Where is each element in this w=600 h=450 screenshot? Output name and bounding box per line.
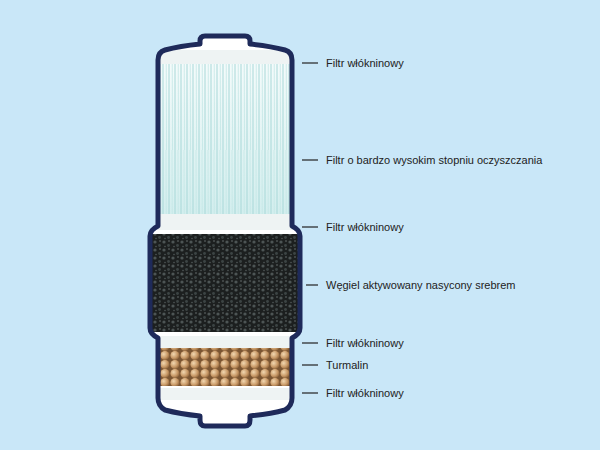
part-label: Filtr włókninowy bbox=[326, 57, 404, 70]
part-label: Filtr włókninowy bbox=[326, 387, 404, 400]
part-label: Turmalin bbox=[326, 359, 368, 372]
part-label: Filtr włókninowy bbox=[326, 337, 404, 350]
part-label: Węgiel aktywowany nasycony srebrem bbox=[326, 279, 516, 292]
part-label: Filtr o bardzo wysokim stopniu oczyszcza… bbox=[326, 154, 542, 167]
part-label: Filtr włókninowy bbox=[326, 221, 404, 234]
